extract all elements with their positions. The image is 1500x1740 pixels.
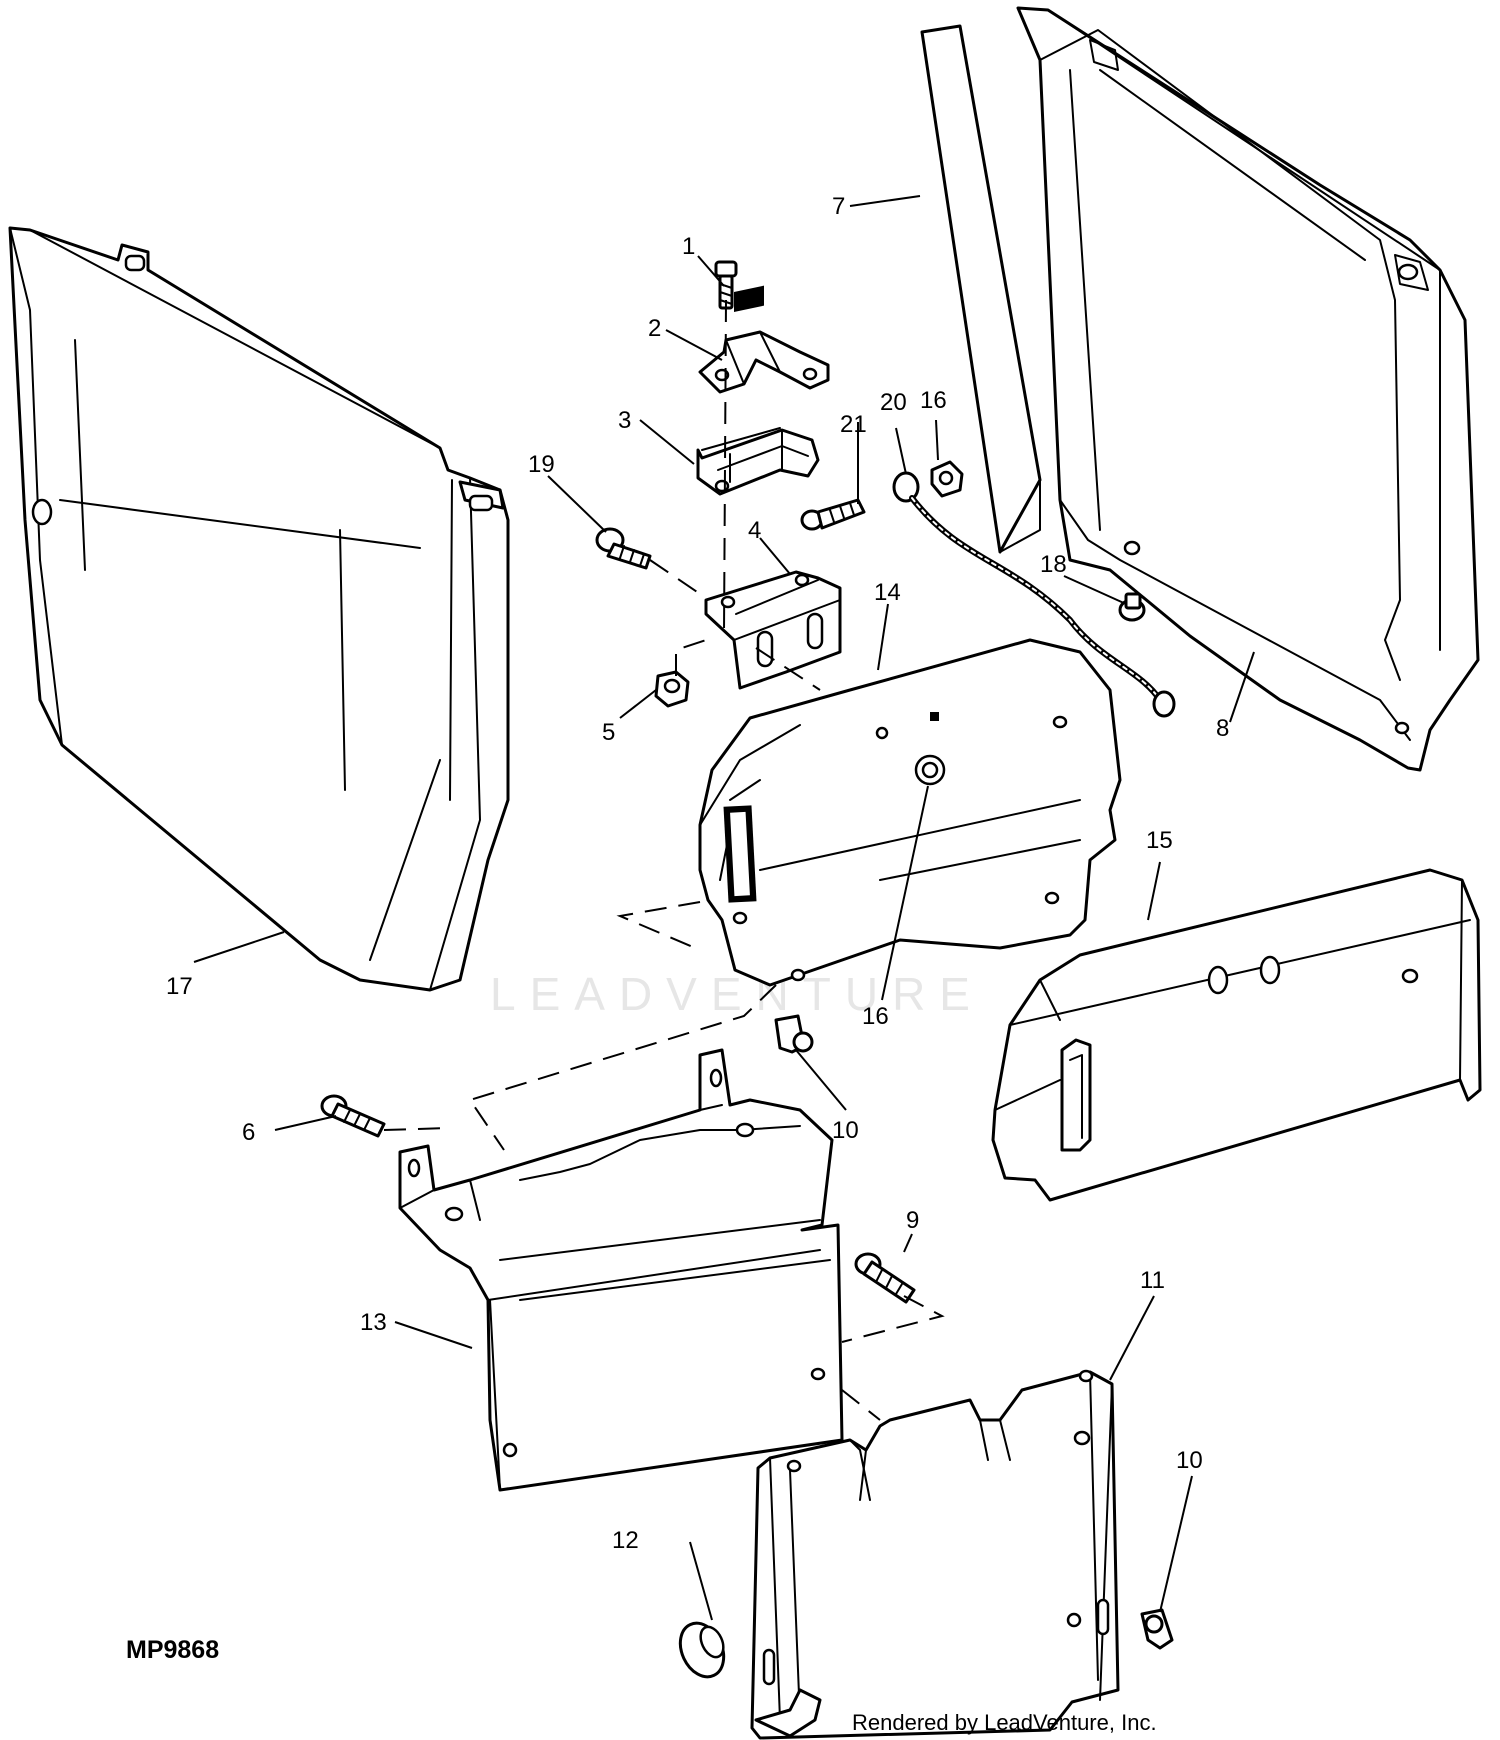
callout-8: 8 <box>1216 715 1229 742</box>
callout-5: 5 <box>602 719 615 746</box>
callout-labels: 1 2 3 4 5 6 7 8 9 10 10 11 12 13 14 15 1… <box>166 193 1229 1554</box>
part-5-nut <box>654 670 690 708</box>
callout-14: 14 <box>874 579 901 606</box>
watermark-text: LEADVENTURE <box>490 968 984 1020</box>
part-10-clip-nut <box>774 1014 814 1054</box>
callout-4: 4 <box>748 517 761 544</box>
part-10-clip-nut-right <box>1140 1608 1174 1650</box>
part-2-bracket <box>698 330 830 394</box>
part-18-stud <box>1118 592 1146 622</box>
callout-12: 12 <box>612 1527 639 1554</box>
callout-2: 2 <box>648 315 661 342</box>
part-14-center-panel <box>698 638 1122 987</box>
part-12-grommet <box>678 1621 726 1679</box>
callout-19: 19 <box>528 451 555 478</box>
callout-16-top: 16 <box>920 387 947 414</box>
part-9-screw <box>854 1252 916 1304</box>
callout-10-right: 10 <box>1176 1447 1203 1474</box>
callout-21: 21 <box>840 411 867 438</box>
callout-9: 9 <box>906 1207 919 1234</box>
callout-3: 3 <box>618 407 631 434</box>
drawing-code: MP9868 <box>126 1636 219 1664</box>
callout-6: 6 <box>242 1119 255 1146</box>
callout-7: 7 <box>832 193 845 220</box>
part-15-end-panel <box>991 868 1482 1202</box>
part-13-shield <box>398 1048 844 1492</box>
callout-20: 20 <box>880 389 907 416</box>
callout-11: 11 <box>1140 1267 1165 1294</box>
part-7-seal-strip <box>920 24 1042 554</box>
part-6-screw <box>320 1094 386 1138</box>
callout-18: 18 <box>1040 551 1067 578</box>
callout-17: 17 <box>166 973 193 1000</box>
leader-lines <box>193 195 1255 1621</box>
part-19-screw <box>595 527 652 570</box>
callout-1: 1 <box>682 233 695 260</box>
part-11-frame-bracket <box>750 1369 1120 1740</box>
part-17-side-panel <box>8 226 510 992</box>
callout-13: 13 <box>360 1309 387 1336</box>
assembly-lines <box>383 299 945 1421</box>
credit-line: Rendered by LeadVenture, Inc. <box>852 1710 1157 1735</box>
callout-16-lower: 16 <box>862 1003 889 1030</box>
callout-15: 15 <box>1146 827 1173 854</box>
part-8-side-panel <box>1016 6 1480 772</box>
part-4-mounting-bracket <box>704 570 842 690</box>
part-21-screw <box>800 498 866 531</box>
part-20-ground-cable <box>892 471 1176 718</box>
part-16-nut-top <box>930 460 964 498</box>
callout-10-center: 10 <box>832 1117 859 1144</box>
